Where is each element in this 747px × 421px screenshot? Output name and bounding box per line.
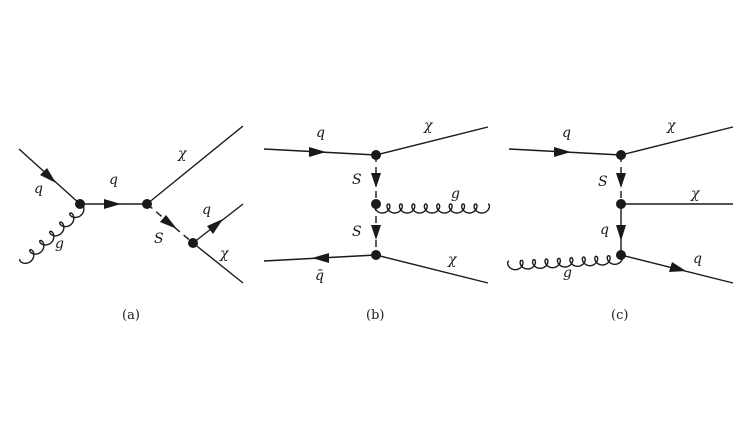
gluon-coil bbox=[19, 203, 85, 264]
quark-arrow-in bbox=[309, 147, 326, 157]
vertex bbox=[616, 150, 626, 160]
gluon-coil bbox=[373, 203, 491, 214]
vertex bbox=[616, 250, 626, 260]
label-g-out: g bbox=[451, 186, 460, 202]
vertex bbox=[188, 238, 198, 248]
diagram-b: q χ S g S q̄ χ (b) bbox=[263, 118, 491, 323]
label-q-out: q bbox=[202, 202, 211, 218]
label-chi-out: χ bbox=[219, 246, 230, 262]
quark-arrow-prop bbox=[616, 225, 626, 241]
gluon-line-in bbox=[19, 203, 85, 264]
scalar-arrow bbox=[160, 215, 177, 229]
diagram-a: q g q χ S q χ (a) bbox=[18, 125, 244, 323]
chi-line-top bbox=[620, 126, 734, 156]
vertex bbox=[371, 199, 381, 209]
quark-arrow-in bbox=[40, 168, 56, 183]
label-q-out: q bbox=[693, 251, 702, 267]
label-chi-top: χ bbox=[177, 146, 188, 162]
label-chi-mid: χ bbox=[690, 186, 701, 202]
vertex bbox=[371, 150, 381, 160]
vertex bbox=[142, 199, 152, 209]
vertex bbox=[616, 199, 626, 209]
label-g-in: g bbox=[55, 236, 64, 252]
chi-line-bottom bbox=[375, 254, 489, 284]
label-chi-top: χ bbox=[666, 118, 677, 134]
chi-line-top bbox=[375, 126, 489, 156]
gluon-line-in bbox=[506, 254, 624, 271]
label-qbar-in: q̄ bbox=[315, 268, 324, 284]
label-chi-top: χ bbox=[423, 118, 434, 134]
label-chi-bottom: χ bbox=[447, 252, 458, 268]
diagram-c: q χ S χ q g q (c) bbox=[506, 118, 734, 323]
caption-c: (c) bbox=[611, 308, 628, 323]
label-q-prop: q bbox=[600, 222, 609, 238]
caption-a: (a) bbox=[122, 308, 140, 323]
antiquark-arrow bbox=[312, 253, 329, 263]
chi-line-out bbox=[192, 242, 244, 284]
label-q-in: q bbox=[562, 125, 571, 141]
quark-arrow-out bbox=[207, 219, 223, 234]
scalar-arrow-top bbox=[371, 173, 381, 188]
label-g-in: g bbox=[563, 265, 572, 281]
label-S-top: S bbox=[352, 172, 362, 188]
label-S: S bbox=[154, 231, 164, 247]
vertex bbox=[75, 199, 85, 209]
label-q-in: q bbox=[34, 181, 43, 197]
quark-arrow-in bbox=[554, 147, 571, 157]
quark-arrow-out bbox=[669, 262, 686, 272]
label-q-in: q bbox=[316, 125, 325, 141]
label-q-prop: q bbox=[109, 172, 118, 188]
label-S-bottom: S bbox=[352, 224, 362, 240]
scalar-arrow bbox=[616, 173, 626, 188]
scalar-arrow-bottom bbox=[371, 225, 381, 240]
vertex bbox=[371, 250, 381, 260]
gluon-coil bbox=[506, 254, 624, 271]
gluon-line-out bbox=[373, 203, 491, 214]
chi-line-top bbox=[146, 125, 244, 205]
quark-arrow-prop bbox=[104, 199, 121, 209]
label-S: S bbox=[598, 174, 608, 190]
caption-b: (b) bbox=[366, 308, 384, 323]
